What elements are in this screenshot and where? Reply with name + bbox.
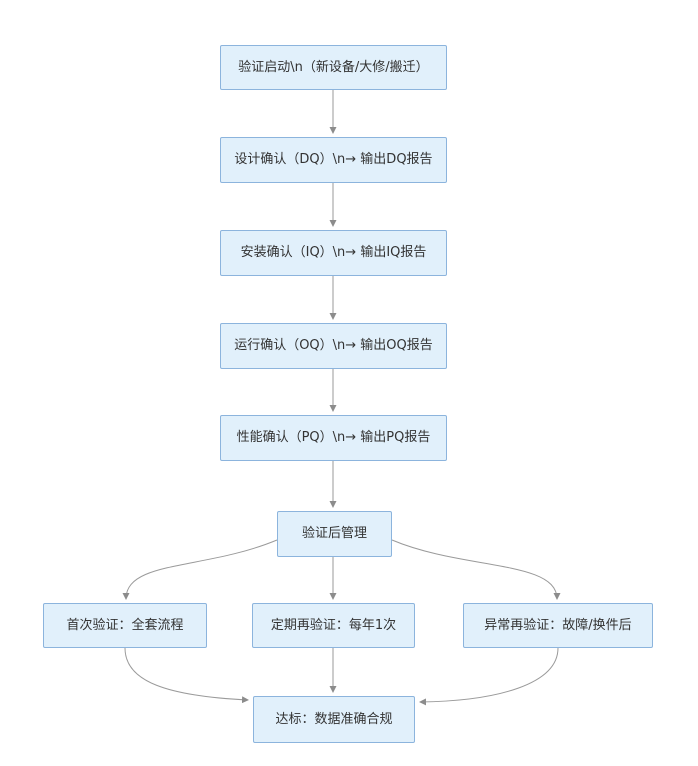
node-pq: 性能确认（PQ）\n→ 输出PQ报告 [220,415,447,461]
node-oq: 运行确认（OQ）\n→ 输出OQ报告 [220,323,447,369]
node-start: 验证启动\n（新设备/大修/搬迁） [220,45,447,90]
node-iq: 安装确认（IQ）\n→ 输出IQ报告 [220,230,447,276]
edge-first-pass [124,647,249,704]
node-label: 设计确认（DQ）\n→ 输出DQ报告 [234,152,433,168]
node-label: 性能确认（PQ）\n→ 输出PQ报告 [236,430,431,446]
edge-post-abnormal [391,539,561,600]
edge-post-first [122,539,278,600]
node-pass-criteria: 达标：数据准确合规 [253,696,415,743]
node-first-validation: 首次验证：全套流程 [43,603,207,648]
node-label: 定期再验证：每年1次 [270,617,397,633]
node-label: 运行确认（OQ）\n→ 输出OQ报告 [234,338,433,354]
node-dq: 设计确认（DQ）\n→ 输出DQ报告 [220,137,447,183]
node-label: 验证后管理 [301,526,367,542]
node-label: 异常再验证：故障/换件后 [484,617,632,633]
edge-abnormal-pass [419,647,559,706]
node-label: 达标：数据准确合规 [275,711,393,727]
node-label: 首次验证：全套流程 [66,617,184,633]
node-post-management: 验证后管理 [277,511,392,557]
node-label: 验证启动\n（新设备/大修/搬迁） [238,59,429,75]
node-periodic-revalidation: 定期再验证：每年1次 [252,603,415,648]
node-label: 安装确认（IQ）\n→ 输出IQ报告 [240,245,427,261]
node-abnormal-revalidation: 异常再验证：故障/换件后 [463,603,653,648]
